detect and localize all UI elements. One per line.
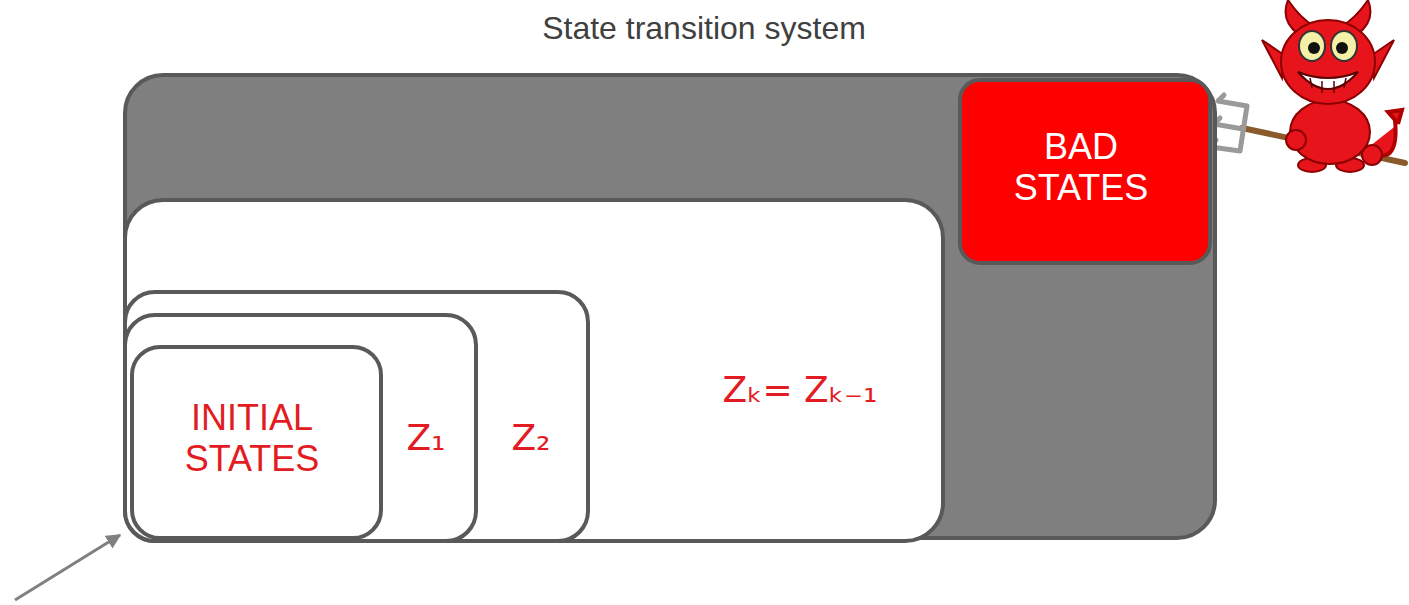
initial-states-box: INITIAL STATES — [130, 345, 383, 540]
bad-states-box: BAD STATES — [958, 78, 1212, 265]
set-label: Z₁ — [384, 417, 468, 458]
reach-set-box: Z₂ Z₁ INITIAL STATES — [123, 290, 590, 543]
set-label: Z₂ — [483, 417, 579, 458]
devil-figure — [1211, 0, 1405, 172]
box-label: BAD STATES — [996, 126, 1166, 209]
diagram-heading: State transition system — [404, 10, 1004, 47]
box-label: INITIAL STATES — [152, 397, 352, 480]
set-label: Zₖ= Zₖ₋₁ — [690, 369, 910, 410]
reach-set-box: Z₁ INITIAL STATES — [123, 313, 478, 543]
system-region: State transition systemBAD STATESZₖ= Zₖ₋… — [123, 73, 1217, 540]
entry-arrow — [15, 535, 120, 600]
fixpoint-set-box: Zₖ= Zₖ₋₁ Z₂ Z₁ INITIAL STATES — [123, 198, 945, 543]
